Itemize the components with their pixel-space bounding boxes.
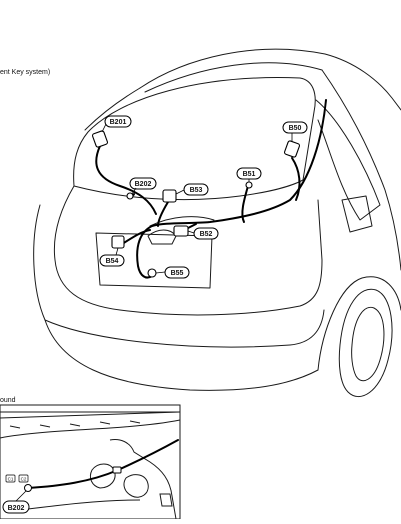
inset-ground-eyelet bbox=[24, 484, 32, 492]
bumper-lower bbox=[44, 319, 319, 391]
svg-text:B51: B51 bbox=[243, 171, 256, 178]
harness-b54 bbox=[121, 229, 151, 245]
rear-wheel bbox=[338, 288, 393, 397]
inset-panel-rib bbox=[0, 411, 181, 419]
inset-panel-edge bbox=[0, 419, 181, 439]
svg-text:B54: B54 bbox=[106, 258, 119, 265]
inset-b202-tag: B202 bbox=[2, 500, 30, 514]
wheel-arch bbox=[317, 276, 401, 371]
connector-b202-tag: B202 bbox=[129, 177, 157, 190]
inset-cutout-2 bbox=[123, 474, 149, 498]
harness-upper bbox=[95, 145, 157, 215]
connector-b55-tag: B55 bbox=[164, 266, 190, 279]
connector-b201-body bbox=[91, 130, 109, 148]
connector-b51-body bbox=[245, 181, 253, 189]
svg-text:C2: C2 bbox=[21, 477, 27, 482]
harness-main bbox=[136, 99, 327, 279]
svg-text:C1: C1 bbox=[8, 477, 14, 482]
side-window bbox=[315, 99, 381, 221]
pin-c2-label: C2 bbox=[18, 474, 29, 483]
pin-c1-label: C1 bbox=[5, 474, 16, 483]
inset-cutout bbox=[89, 463, 116, 489]
connector-b55-body bbox=[147, 268, 157, 278]
rear-spoiler bbox=[144, 62, 323, 93]
harness-b53 bbox=[157, 201, 169, 227]
tailgate bbox=[53, 185, 323, 316]
connector-b54-tag: B54 bbox=[99, 254, 125, 267]
tailgate-handle bbox=[147, 229, 177, 245]
svg-text:B53: B53 bbox=[190, 187, 203, 194]
tail-lamp bbox=[341, 195, 373, 233]
body-outline bbox=[139, 48, 401, 111]
connector-b52-body bbox=[173, 225, 189, 237]
svg-text:B52: B52 bbox=[200, 231, 213, 238]
inset-clip bbox=[159, 493, 173, 507]
roof-edge bbox=[84, 87, 141, 131]
connector-b54-body bbox=[111, 235, 125, 249]
system-caption: ent Key system) bbox=[0, 69, 51, 76]
svg-text:B202: B202 bbox=[8, 505, 25, 512]
connector-b50-body bbox=[283, 140, 301, 158]
ground-b202-eyelet bbox=[126, 192, 134, 200]
plate-recess bbox=[95, 232, 213, 289]
harness-b51 bbox=[241, 185, 249, 223]
connector-b51-tag: B51 bbox=[236, 167, 262, 180]
svg-text:B201: B201 bbox=[110, 119, 127, 126]
rear-wiper bbox=[149, 216, 215, 227]
connector-b201-tag: B201 bbox=[104, 115, 132, 128]
connector-b52-tag: B52 bbox=[193, 227, 219, 240]
connector-b53-tag: B53 bbox=[183, 183, 209, 196]
inset-caption: ound bbox=[0, 397, 16, 404]
connector-b53-body bbox=[162, 189, 177, 203]
inset-bracket bbox=[109, 439, 177, 520]
svg-text:B202: B202 bbox=[135, 181, 152, 188]
side-body bbox=[321, 69, 401, 271]
svg-text:B55: B55 bbox=[171, 270, 184, 277]
rear-bumper bbox=[33, 204, 325, 348]
wheel-inner bbox=[351, 306, 385, 382]
svg-text:B50: B50 bbox=[289, 125, 302, 132]
connector-b50-tag: B50 bbox=[282, 121, 308, 134]
harness-b50 bbox=[291, 157, 301, 201]
